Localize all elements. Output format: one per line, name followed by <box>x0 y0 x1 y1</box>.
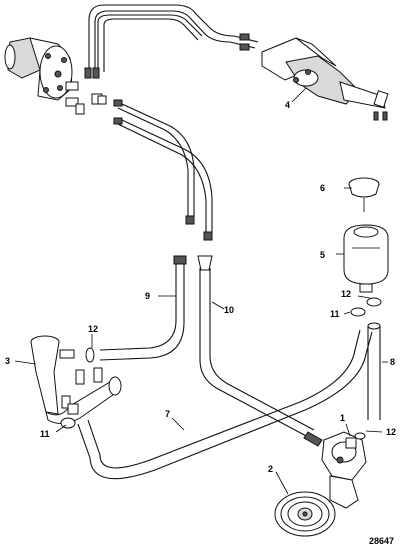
steering-cylinder <box>261 37 389 121</box>
helm-pump <box>4 37 107 115</box>
reservoir-cap <box>348 177 380 212</box>
callout-2: 2 <box>268 464 273 474</box>
callout-1: 1 <box>340 413 345 423</box>
leader-lines <box>14 87 388 495</box>
callout-7: 7 <box>165 409 170 419</box>
middle-hose-pair <box>113 99 213 241</box>
clamp-reservoir <box>350 297 382 317</box>
callout-12-pump: 12 <box>386 427 396 437</box>
fluid-reservoir <box>343 224 389 293</box>
cooler-clamps <box>60 347 95 429</box>
callout-12-reservoir: 12 <box>341 289 351 299</box>
diagram-reference-number: 28647 <box>369 536 394 546</box>
upper-hose-pair <box>84 4 259 79</box>
callout-12-cooler: 12 <box>88 324 98 334</box>
callout-11-cooler: 11 <box>40 429 50 439</box>
callout-4: 4 <box>285 100 290 110</box>
callout-6: 6 <box>320 183 325 193</box>
return-hose <box>367 322 381 420</box>
power-steering-pump <box>321 431 367 509</box>
callout-8: 8 <box>390 357 395 367</box>
callout-5: 5 <box>320 250 325 260</box>
callout-labels: 1 2 3 4 5 6 7 8 9 10 11 11 12 12 12 <box>5 100 396 474</box>
pulley <box>274 491 336 537</box>
callout-3: 3 <box>5 356 10 366</box>
hose-9 <box>99 255 187 361</box>
callout-10: 10 <box>224 305 234 315</box>
hose-10 <box>197 255 323 447</box>
callout-11-reservoir: 11 <box>330 309 340 319</box>
hose-7 <box>77 329 373 480</box>
callout-9: 9 <box>145 291 150 301</box>
fluid-cooler <box>30 335 122 424</box>
